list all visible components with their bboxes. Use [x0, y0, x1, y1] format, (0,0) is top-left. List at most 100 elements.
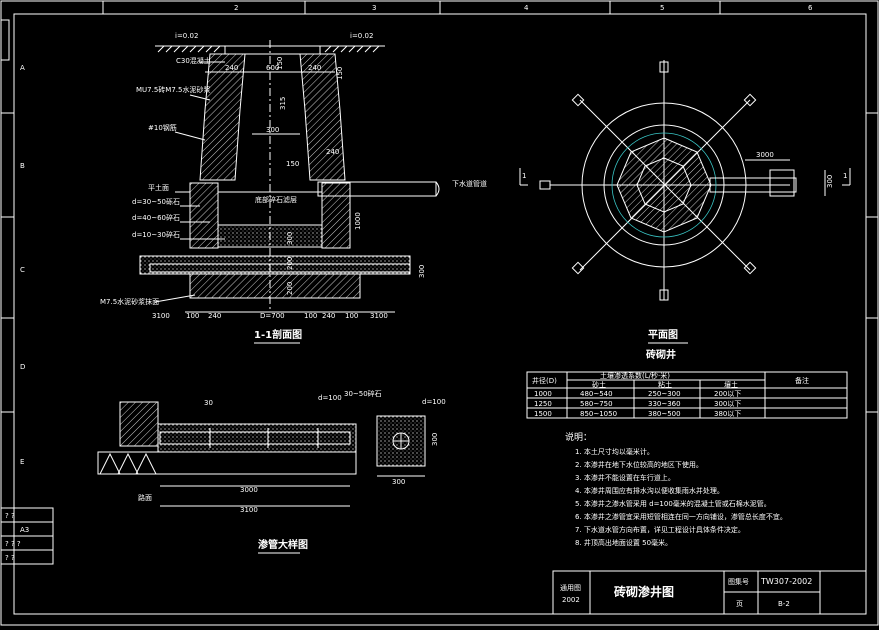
plan-dim-h: 3000: [756, 151, 774, 159]
shaft-polygon: [616, 137, 712, 233]
top-grid-ticks: [102, 1, 721, 14]
dim-inner-300: 300: [266, 126, 279, 134]
dim-v-7: 200: [286, 282, 294, 295]
cyan-ring: [611, 132, 717, 238]
col-number-5: 5: [660, 4, 664, 12]
cross-dim-h: 300: [431, 433, 439, 446]
table-cell: 1250: [534, 400, 552, 408]
drain-pipe: [149, 263, 411, 273]
detail-gravel-label: 30~50碎石: [344, 389, 382, 398]
table-row: 1000 480~540 250~300 200以下: [534, 390, 741, 398]
detail-ground-label: 路面: [138, 493, 152, 502]
table-cell: 480~540: [580, 390, 613, 398]
base-layer: [139, 255, 411, 275]
label-wall: MU7.5砖M7.5水泥砂浆: [136, 85, 210, 94]
table-col-diameter: 井径(D): [532, 376, 557, 385]
cover-slab: [224, 45, 321, 55]
spoke-caps: [539, 61, 757, 301]
pipe-detail-title: 渗管大样图: [258, 538, 308, 551]
notes-block: 说明： 1. 本土尺寸均以毫米计。 2. 本渗井在地下水位较高的地区下使用。 3…: [565, 431, 787, 547]
table-cell: 200以下: [714, 390, 741, 398]
table-col-sand: 砂土: [592, 380, 606, 389]
row-letter-d: D: [20, 363, 25, 371]
label-filter: 底部碎石滤层: [255, 195, 297, 204]
col-number-6: 6: [808, 4, 813, 12]
code-label: 图集号: [728, 577, 749, 586]
page-label: 页: [736, 600, 743, 608]
table-col-remark: 备注: [795, 376, 809, 385]
table-cell: 580~750: [580, 400, 613, 408]
note-item: 7. 下水道水管方向布置，详见工程设计具体条件决定。: [575, 525, 745, 534]
dim-v-6: 200: [286, 257, 294, 270]
inner-polygon: [636, 157, 692, 213]
dim-v-4: 1000: [354, 212, 362, 230]
label-layer2: d=40~60碎石: [132, 213, 180, 222]
dim-b-4: 100: [304, 312, 317, 320]
shaft-wall-left: [189, 182, 219, 249]
dim-top-left: 240: [225, 64, 238, 72]
outer-ring: [581, 102, 747, 268]
side-mark-3: ? ? ?: [5, 540, 21, 548]
table-cell: 300以下: [714, 400, 741, 408]
side-strip: [0, 19, 10, 61]
cone-wall-right: [299, 53, 346, 181]
section-view: i=0.02 i=0.02 240 600 240 150 315 150 10…: [100, 32, 487, 344]
note-item: 5. 本渗井之渗水管采用 d=100毫米的混凝土管或石棉水泥管。: [575, 499, 771, 508]
dim-v-1: 150: [276, 57, 284, 70]
label-rebar: #10钢筋: [148, 123, 177, 132]
label-layer1: d=30~50砾石: [132, 197, 180, 206]
ground-hatch-left: [157, 45, 380, 53]
dim-v-3: 150: [336, 67, 344, 80]
row-letter-a: A: [20, 64, 25, 72]
label-base: M7.5水泥砂浆抹面: [100, 297, 159, 306]
detail-dim-30: 30: [204, 399, 213, 407]
shaft-wall-right: [321, 182, 351, 249]
table-title: 砖砌井: [646, 348, 676, 361]
detail-dim-d100: d=100: [318, 394, 342, 402]
section-title: 1-1剖面图: [254, 328, 302, 341]
side-grid-ticks: [1, 112, 878, 413]
row-letter-b: B: [20, 162, 25, 170]
row-letter-c: C: [20, 266, 25, 274]
dim-v-5: 300: [286, 232, 294, 245]
dim-b-1: 100: [186, 312, 199, 320]
note-item: 2. 本渗井在地下水位较高的地区下使用。: [575, 460, 703, 469]
page-value: B-2: [778, 600, 790, 608]
table-header-group: 土壤渗透系数(L/秒·米): [600, 371, 670, 380]
cross-pipe-d: d=100: [422, 398, 446, 406]
table-cell: 380以下: [714, 410, 741, 418]
level-left: i=0.02: [175, 32, 198, 40]
table-row: 1500 850~1050 380~500 380以下: [534, 410, 741, 418]
col-number-3: 3: [372, 4, 376, 12]
table-cell: 330~360: [648, 400, 681, 408]
dim-inner-150: 150: [286, 160, 299, 168]
dim-b-3: D=700: [260, 312, 285, 320]
note-item: 3. 本渗井不能设置在车行道上。: [575, 473, 675, 482]
plan-dim-v: 300: [826, 175, 834, 188]
row-letter-e: E: [20, 458, 24, 466]
section-mark-right: 1: [843, 172, 847, 180]
dim-inner-240: 240: [326, 148, 339, 156]
label-cover: C30混凝土: [176, 56, 211, 65]
dim-b-2: 240: [208, 312, 221, 320]
note-item: 6. 本渗井之渗管宜采用短管相连在同一方向铺设，渗管总长度不宜。: [575, 512, 787, 521]
table-cell: 850~1050: [580, 410, 617, 418]
dim-top-right: 240: [308, 64, 321, 72]
table-cell: 1500: [534, 410, 552, 418]
pipe-detail-view: 30 d=100 30~50碎石 3000 3100 路面 d=100 300 …: [97, 389, 446, 554]
side-mark-1: ? ?: [5, 512, 15, 520]
table-row: 1250 580~750 330~360 300以下: [534, 400, 741, 408]
dim-v-2: 315: [279, 97, 287, 110]
level-right: i=0.02: [350, 32, 373, 40]
notes-heading: 说明：: [565, 431, 592, 443]
table-cell: 380~500: [648, 410, 681, 418]
side-mark-4: ? ?: [5, 554, 15, 562]
title-block: 通用图 2002 砖砌渗井图 图集号 TW307-2002 页 B-2: [552, 570, 867, 615]
std-label: 通用图: [560, 583, 581, 592]
dim-b-5: 240: [322, 312, 335, 320]
detail-dim-length: 3000: [240, 486, 258, 494]
label-layer3: d=10~30碎石: [132, 230, 180, 239]
dim-b-8: 3100: [152, 312, 170, 320]
